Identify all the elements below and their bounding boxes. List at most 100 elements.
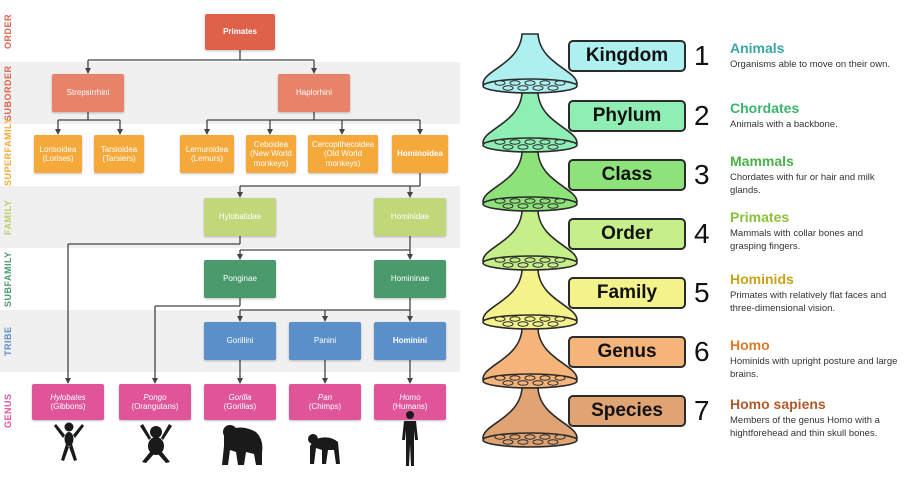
rank-desc-hominids: Primates with relatively flat faces and … xyxy=(730,290,887,314)
rank-number-2: 2 xyxy=(694,100,710,131)
bell-bead xyxy=(517,262,529,268)
bell-bead xyxy=(539,80,551,86)
bell-bead xyxy=(539,434,551,440)
edge-strepsirrhini-children xyxy=(57,112,121,133)
rank-box-species: Species xyxy=(568,395,686,427)
node-ponginae-label: Ponginae xyxy=(223,274,257,284)
bell-bead xyxy=(547,203,559,209)
bell-bead xyxy=(517,203,529,209)
node-tarsioidea: Tarsioidea (Tarsiers) xyxy=(94,135,144,173)
bell-bead xyxy=(509,375,521,381)
bell-bead xyxy=(524,139,536,145)
edge-haplorhini-children xyxy=(206,112,421,133)
rank-box-kingdom-label: Kingdom xyxy=(585,45,669,66)
primate-taxonomy-tree: ORDER SUBORDER SUPERFAMILY FAMILY SUBFAM… xyxy=(0,0,460,480)
rank-box-class: Class xyxy=(568,159,686,191)
bell-bead xyxy=(509,198,521,204)
bell-bead xyxy=(517,439,529,445)
node-ponginae: Ponginae xyxy=(204,260,276,298)
node-cercopithecoidea-l3: monkeys) xyxy=(325,158,361,168)
rank-box-order-label: Order xyxy=(601,223,653,244)
node-primates-label: Primates xyxy=(223,27,257,37)
rank-box-genus: Genus xyxy=(568,336,686,368)
bell-bead xyxy=(494,257,506,263)
bell-bead xyxy=(539,316,551,322)
bell-bead xyxy=(517,321,529,327)
rank-number-6: 6 xyxy=(694,336,710,367)
rank-box-family-label: Family xyxy=(596,282,658,303)
bell-bead xyxy=(532,144,544,150)
edge-hominidae-subfamilies xyxy=(239,236,411,258)
node-pongo: Pongo (Orangutans) xyxy=(119,384,191,420)
node-lemuroidea-l2: (Lemurs) xyxy=(190,154,223,163)
node-lemuroidea: Lemuroidea (Lemurs) xyxy=(180,135,234,173)
rank-name-mammals: Mammals xyxy=(730,153,794,169)
rank-desc-homo-sapiens: Members of the genus Homo with a hightfo… xyxy=(730,415,880,439)
taxonomic-hierarchy-panel: Kingdom Phylum Class Order Family Genus … xyxy=(470,0,920,504)
bell-bead xyxy=(547,439,559,445)
node-haplorhini-label: Haplorhini xyxy=(295,88,333,98)
node-homo-l2: (Humans) xyxy=(392,402,428,411)
bell-bead xyxy=(547,144,559,150)
bell-bead xyxy=(517,85,529,91)
rank-box-species-label: Species xyxy=(591,400,663,421)
bell-body xyxy=(482,269,578,321)
node-gorilla-l1: Gorilla xyxy=(228,392,252,402)
rank-desc-homo: Hominids with upright posture and large … xyxy=(730,356,898,380)
node-ceboidea-l1: Ceboidea xyxy=(253,140,289,150)
node-tarsioidea-l1: Tarsioidea xyxy=(100,144,138,154)
bell-bead xyxy=(494,434,506,440)
node-hominoidea: Hominoidea xyxy=(392,135,448,173)
bell-body xyxy=(482,328,578,380)
node-homininae: Homininae xyxy=(374,260,446,298)
bell-bead xyxy=(554,80,566,86)
node-lorisoidea: Lorisoidea (Lorises) xyxy=(34,135,82,173)
gibbon-silhouette-icon xyxy=(54,422,84,461)
bell-bead xyxy=(524,257,536,263)
bell-bead xyxy=(524,198,536,204)
bell-bead xyxy=(509,316,521,322)
rank-box-kingdom: Kingdom xyxy=(568,40,686,72)
node-tarsioidea-l2: (Tarsiers) xyxy=(102,154,136,163)
bell-bead xyxy=(494,198,506,204)
node-gorilla: Gorilla (Gorillas) xyxy=(204,384,276,420)
bell-bead xyxy=(532,85,544,91)
bell-bead xyxy=(494,80,506,86)
bell-bead xyxy=(547,380,559,386)
rank-desc-mammals: Chordates with fur or hair and milk glan… xyxy=(730,172,875,196)
node-ceboidea-l3: monkeys) xyxy=(253,158,289,168)
rank-name-primates: Primates xyxy=(730,209,790,225)
bell-kingdom xyxy=(482,33,578,94)
node-hylobatidae: Hylobatidae xyxy=(204,198,276,236)
node-lorisoidea-l1: Lorisoidea xyxy=(39,144,77,154)
bell-order xyxy=(482,210,578,271)
bell-bead xyxy=(502,85,514,91)
node-pan-l2: (Chimps) xyxy=(308,402,342,411)
node-hylobatidae-label: Hylobatidae xyxy=(218,212,262,222)
edge-homininae-tribes xyxy=(239,298,411,320)
node-primates: Primates xyxy=(205,14,275,50)
bell-bead xyxy=(554,434,566,440)
bell-bead xyxy=(494,375,506,381)
gorilla-silhouette-icon xyxy=(222,425,263,465)
node-hominidae-label: Hominidae xyxy=(390,212,430,222)
bell-bead xyxy=(532,439,544,445)
node-hylobates-l2: (Gibbons) xyxy=(50,402,86,411)
rank-desc-animals: Organisms able to move on their own. xyxy=(730,59,890,70)
bell-bead xyxy=(539,139,551,145)
bell-class xyxy=(482,151,578,212)
node-cercopithecoidea-l1: Cercopithecoidea xyxy=(311,140,375,150)
node-pan-l1: Pan xyxy=(317,392,333,402)
bell-bead xyxy=(509,257,521,263)
node-haplorhini: Haplorhini xyxy=(278,74,350,112)
node-lorisoidea-l2: (Lorises) xyxy=(42,154,74,163)
edge-hylobatidae-hylobates xyxy=(67,236,241,382)
bell-bead xyxy=(524,375,536,381)
edge-hominoidea-families xyxy=(239,173,421,196)
bell-bead xyxy=(502,380,514,386)
rank-number-5: 5 xyxy=(694,277,710,308)
bell-bead xyxy=(502,439,514,445)
rank-box-class-label: Class xyxy=(601,164,653,185)
bell-bead xyxy=(539,257,551,263)
bell-bead xyxy=(502,321,514,327)
